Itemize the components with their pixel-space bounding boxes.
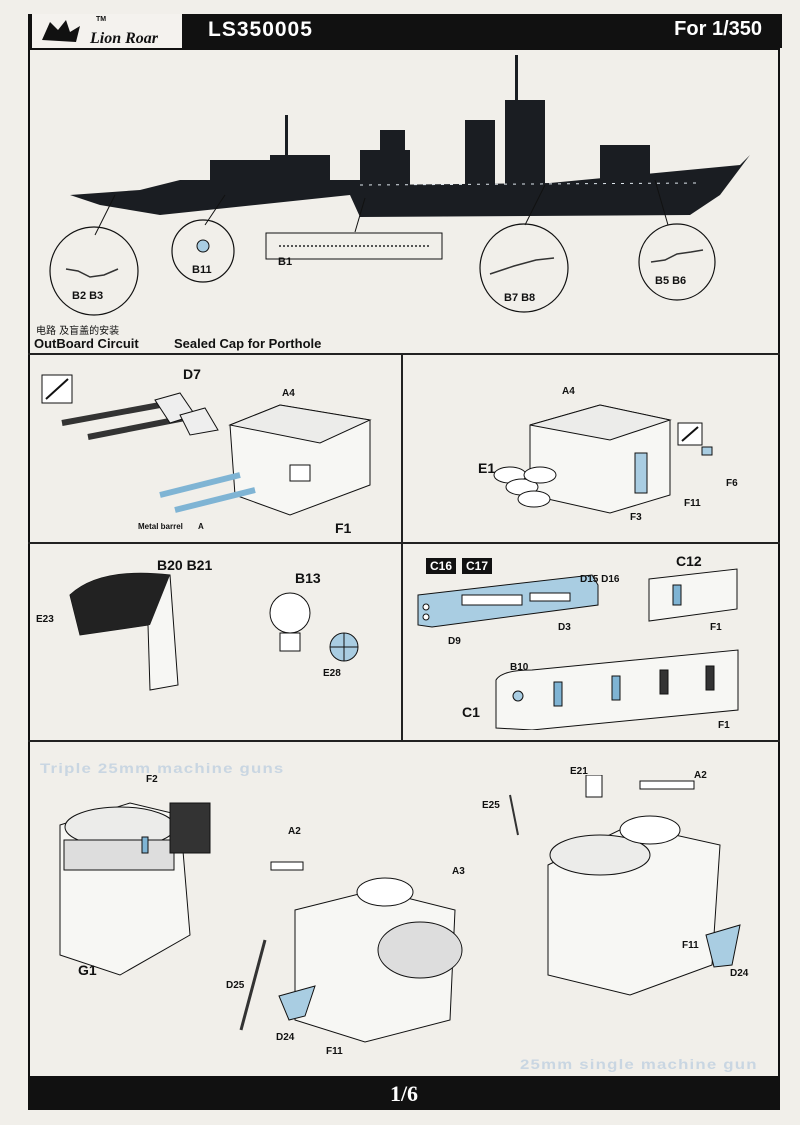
gun-turret-assembly (41, 374, 372, 516)
label-d24-right: D24 (730, 968, 749, 979)
label-b1: B1 (278, 256, 293, 268)
label-a2-right: A2 (694, 770, 707, 781)
callout-circle-b5b6 (638, 223, 716, 301)
callout-box-b1 (265, 232, 443, 260)
divider-1 (28, 353, 780, 355)
page-number: 1/6 (389, 1081, 419, 1106)
label-d7: D7 (183, 366, 201, 382)
tag-c16: C16 (426, 558, 457, 574)
callout-circle-b11 (171, 219, 235, 283)
lion-logo-icon (42, 20, 80, 42)
label-b2b3: B2 B3 (72, 290, 104, 302)
bridge-assembly-left (59, 802, 211, 976)
label-f1b: F1 (718, 720, 730, 731)
header-bar: Lion Roar TM LS350005 For 1/350 (28, 14, 782, 48)
label-a4-right: A4 (562, 386, 575, 397)
ghost-text-top: Triple 25mm machine guns (40, 760, 285, 776)
label-a4-left: A4 (282, 388, 295, 399)
label-d15d16: D15 D16 (580, 574, 620, 585)
callout-circle-b7b8 (479, 223, 569, 313)
label-f3: F3 (630, 512, 642, 523)
label-f6: F6 (726, 478, 738, 489)
label-d3: D3 (558, 622, 571, 633)
label-e28: E28 (323, 668, 341, 679)
label-b5b6: B5 B6 (655, 275, 687, 287)
label-f1: F1 (335, 520, 352, 536)
hood-part-e23 (69, 572, 179, 691)
searchlight-part-b13 (269, 592, 359, 662)
label-f2: F2 (146, 774, 158, 785)
brand-name: Lion Roar (90, 30, 159, 47)
label-e25: E25 (482, 800, 500, 811)
turret-shield-assembly (493, 404, 713, 514)
label-a3: A3 (452, 866, 465, 877)
caption-chinese: 电路 及盲盖的安装 (36, 326, 120, 337)
label-f11-right: F11 (682, 940, 699, 951)
label-d25: D25 (226, 980, 245, 991)
hull-side-c1 (495, 649, 739, 730)
page-frame (28, 48, 780, 1078)
label-f11-mid: F11 (326, 1046, 343, 1057)
bridge-assembly-mid (239, 861, 463, 1043)
label-b7b8: B7 B8 (504, 292, 536, 304)
label-f1a: F1 (710, 622, 722, 633)
label-c1: C1 (462, 704, 480, 720)
label-e23: E23 (36, 614, 54, 625)
divider-2 (28, 542, 780, 544)
label-c12: C12 (676, 553, 702, 569)
callout-circle-b2b3 (49, 226, 139, 316)
brand-logo: Lion Roar TM (32, 14, 182, 48)
trademark: TM (96, 16, 107, 23)
label-e1: E1 (478, 460, 496, 476)
product-code: LS350005 (208, 18, 313, 41)
label-b10: B10 (510, 662, 529, 673)
label-b13: B13 (295, 570, 321, 586)
label-g1: G1 (78, 962, 97, 978)
label-d24-mid: D24 (276, 1032, 295, 1043)
caption-sealed-cap: Sealed Cap for Porthole (174, 336, 322, 351)
caption-outboard-circuit: OutBoard Circuit (34, 336, 139, 351)
label-b11: B11 (192, 264, 212, 276)
ship-silhouette (70, 55, 750, 217)
bridge-assembly-right (509, 775, 741, 996)
label-metal-barrel-part: A (198, 522, 204, 531)
tag-c17: C17 (462, 558, 493, 574)
label-a2-mid: A2 (288, 826, 301, 837)
etch-frame-part (417, 574, 599, 628)
label-f11: F11 (684, 498, 701, 509)
label-metal-barrel: Metal barrel (138, 522, 183, 531)
scale-label: For 1/350 (674, 18, 762, 40)
divider-vertical (401, 353, 403, 740)
bulkhead-c12 (648, 568, 738, 622)
ghost-text-bottom: 25mm single machine gun (520, 1056, 758, 1072)
footer-bar: 1/6 (28, 1078, 780, 1110)
label-b20b21: B20 B21 (157, 557, 213, 573)
label-e21: E21 (570, 766, 588, 777)
divider-3 (28, 740, 780, 742)
label-d9: D9 (448, 636, 461, 647)
